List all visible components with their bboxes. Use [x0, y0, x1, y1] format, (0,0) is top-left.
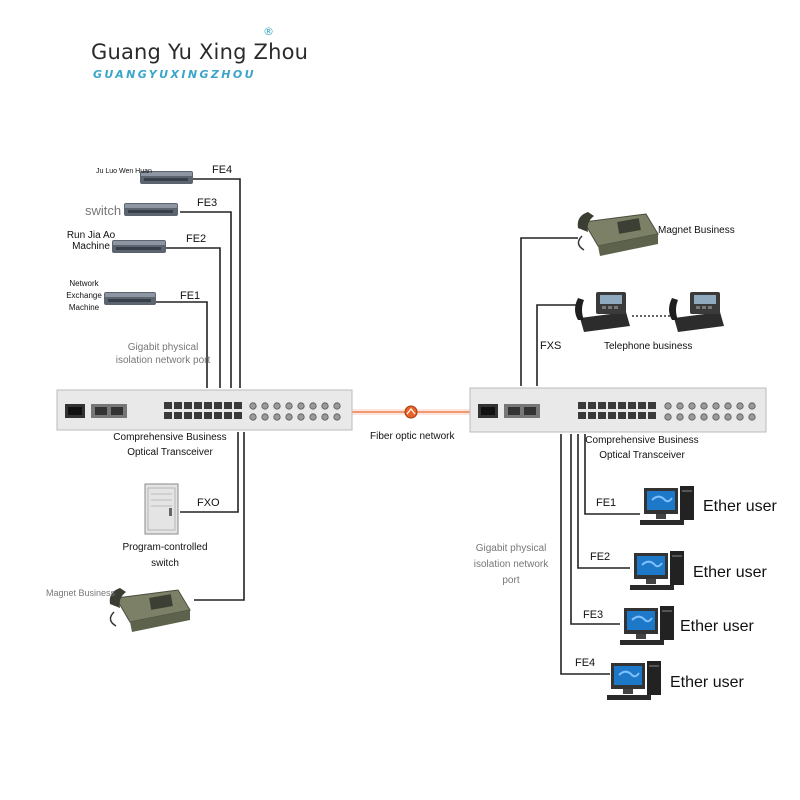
line-fe2-left	[166, 247, 221, 388]
port-label-fe3-right: FE3	[583, 609, 604, 621]
fxo-label: FXO	[197, 497, 220, 509]
port-label-fe3-left: FE3	[197, 197, 218, 209]
left-connection-lines	[155, 178, 245, 601]
line-fe1-right	[584, 434, 640, 515]
ether-user-label-4: Ether user	[670, 674, 744, 691]
gigabit-label-left: Gigabit physical isolation network port	[115, 342, 211, 366]
line-fe1-left	[155, 301, 208, 388]
program-switch-label: Program-controlled switch	[122, 542, 208, 569]
line-fxs	[536, 304, 578, 386]
line-fe3-right	[570, 434, 620, 625]
line-fe4-left	[190, 178, 241, 388]
ether-user-label-3: Ether user	[680, 618, 754, 635]
computer-icon	[607, 486, 694, 700]
ether-user-label-1: Ether user	[703, 498, 777, 515]
logo-title: Guang Yu Xing Zhou	[91, 40, 309, 64]
line-magnet-left	[194, 432, 245, 601]
port-label-fe4-right: FE4	[575, 657, 596, 669]
right-transceiver-icon	[469, 387, 767, 433]
line-fe4-right	[560, 434, 610, 675]
registered-mark: ®	[263, 25, 274, 38]
line-magnet-right	[520, 237, 578, 386]
logo-subtitle: GUANGYUXINGZHOU	[93, 68, 256, 81]
field-phone-left-icon	[109, 588, 191, 632]
fiber-connector-icon	[404, 405, 418, 419]
magnet-label-right: Magnet Business	[658, 225, 735, 236]
left-transceiver-icon	[56, 389, 353, 431]
magnet-label-left: Magnet Business	[46, 588, 116, 598]
ether-user-label-2: Ether user	[693, 564, 767, 581]
transceiver-label-right: Comprehensive Business Optical Transceiv…	[585, 435, 699, 461]
line-fe3-left	[180, 211, 232, 388]
port-label-fe2-right: FE2	[590, 551, 611, 563]
port-label-fe2-left: FE2	[186, 233, 207, 245]
port-label-fe4-left: FE4	[212, 164, 233, 176]
device-label-2: switch	[85, 203, 122, 218]
line-fxo	[180, 432, 239, 513]
field-phone-right-icon	[577, 212, 659, 256]
telephone-label: Telephone business	[604, 341, 693, 352]
device-label-4: Network Exchange Machine	[66, 279, 102, 312]
switch-device-icon	[104, 171, 193, 305]
device-label-1: Ju Luo Wen Huan	[96, 168, 152, 175]
fiber-optic-link	[352, 405, 470, 419]
cabinet-icon	[144, 483, 179, 535]
port-label-fe1-left: FE1	[180, 290, 201, 302]
transceiver-label-left: Comprehensive Business Optical Transceiv…	[113, 432, 227, 458]
line-fe2-right	[577, 434, 630, 569]
fxs-label: FXS	[540, 340, 562, 352]
port-label-fe1-right: FE1	[596, 497, 617, 509]
gigabit-label-right: Gigabit physical isolation network port	[473, 543, 549, 586]
device-label-3: Run Jia Ao Machine	[66, 230, 116, 252]
ip-phone-icon	[575, 292, 724, 332]
right-connection-lines	[520, 237, 640, 675]
fiber-network-label: Fiber optic network	[370, 431, 455, 442]
